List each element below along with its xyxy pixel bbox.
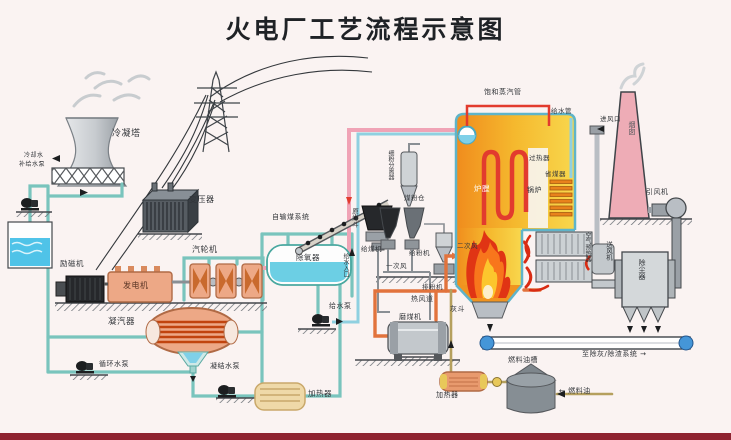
hot-air-duct-label: 热风道: [411, 295, 434, 303]
primary-air-duct: [383, 249, 431, 320]
water-tank: [7, 221, 53, 269]
ash-hopper: [471, 301, 509, 319]
feedwater-pump-label: 给水泵: [329, 302, 352, 310]
fd-fan-label: 送风机: [604, 241, 613, 261]
condenser: [145, 307, 239, 374]
makeup-water-pump-icon: [21, 198, 39, 211]
steam-arrow: [346, 197, 352, 205]
coal-mill: [387, 321, 449, 361]
fuel-oil-tank: [505, 363, 557, 414]
steam-drum: [457, 125, 477, 145]
air-preheater: [524, 231, 600, 292]
secondary-air-label: 二次风: [457, 242, 478, 250]
transmission-pylon-icon: [194, 70, 240, 153]
footer-bar: [0, 433, 731, 440]
coal-bunkers: [379, 207, 425, 250]
furnace-flame: [466, 230, 511, 299]
superheater-label: 过热器: [529, 154, 550, 162]
forced-draft-fan: [585, 125, 615, 275]
fuel-oil-pump-icon: [492, 377, 502, 387]
feedwater-pipe-label: 给水管: [551, 107, 572, 115]
dust-collector: [591, 251, 676, 324]
condensate-pump-label: 凝结水泵: [210, 362, 240, 370]
condensate-pump-icon: [218, 385, 236, 398]
air-inlet-label: 进风口: [600, 115, 621, 123]
cooling-tower-label: 冷凝塔: [112, 129, 141, 139]
generator: [104, 266, 173, 303]
fuel-heater-label: 加热器: [436, 391, 459, 399]
coal-bunker-label: 煤粉仓: [404, 194, 425, 202]
saturated-steam-loop: [465, 104, 551, 126]
chimney-label: 烟囱: [628, 121, 636, 135]
fuel-heater: [439, 371, 488, 392]
flow-arrows: [52, 126, 661, 398]
raw-coal-hopper-label: 原煤斗: [350, 208, 359, 228]
feedwater-inlet-label: 给水入口: [342, 253, 349, 277]
steam-clouds-icon: [72, 71, 151, 108]
fuel-oil-label: ← 燃料油: [559, 387, 591, 395]
powder-exhaust-fan-label: 排粉机: [422, 283, 443, 291]
primary-air-label: 一次风: [386, 262, 407, 270]
turbine-label: 汽轮机: [192, 245, 218, 254]
deaerator-label: 除氧器: [296, 253, 320, 262]
coal-mill-label: 磨煤机: [399, 313, 422, 321]
induced-draft-fan: [648, 197, 687, 289]
powder-feeder-label: 给粉机: [409, 249, 430, 257]
lp-heater: [254, 382, 306, 411]
feedwater-pump-icon: [312, 314, 330, 327]
ash-conveyor: [479, 335, 694, 351]
chimney: [608, 62, 650, 219]
ground-hatching: [16, 211, 692, 403]
ash-slag-system-label: 至除灰/除渣系统 →: [582, 350, 647, 358]
feedwater-pipe-run: [332, 132, 459, 324]
fuel-oil-tank-label: 燃料油槽: [508, 356, 538, 364]
fine-separator-cyclone: [400, 143, 420, 207]
air-preheater-label: 空气预热器: [584, 232, 591, 262]
condenser-label: 凝汽器: [108, 317, 136, 327]
cooling-tower-basin: [51, 167, 125, 185]
saturated-steam-label: 饱和蒸汽管: [484, 88, 522, 96]
circulating-pump-label: 循环水泵: [99, 360, 129, 368]
furnace-label: 炉膛: [474, 184, 490, 193]
cooling-water-label: 冷却水: [24, 152, 44, 159]
transformer: [141, 182, 200, 234]
makeup-pump-label: 补给水泵: [19, 161, 46, 168]
dust-collector-label: 除尘器: [638, 259, 646, 280]
superheater-coil: [481, 149, 529, 225]
boiler: [454, 104, 577, 303]
exciter: [55, 275, 105, 303]
deaerator: [266, 244, 352, 286]
circulating-pump-icon: [76, 361, 94, 374]
page-title: 火电厂工艺流程示意图: [225, 15, 506, 44]
boiler-label: 锅炉: [527, 186, 542, 194]
id-fan-label: 引风机: [646, 188, 669, 196]
transformer-label: 变压器: [189, 195, 215, 204]
steam-turbine: [172, 263, 263, 299]
economizer-label: 省煤器: [545, 170, 566, 178]
coal-conveyor-label: 自输煤系统: [272, 213, 310, 221]
ash-hopper-label: 灰斗: [450, 305, 465, 313]
lp-heater-label: 加热器: [308, 389, 332, 398]
generator-label: 发电机: [123, 281, 149, 290]
coal-feeder-label: 给煤机: [361, 245, 382, 253]
coal-drop-pipe: [377, 250, 390, 313]
exciter-label: 励磁机: [60, 259, 84, 268]
fine-separator-label: 细粉分离器: [387, 150, 394, 180]
economizer: [549, 179, 573, 217]
